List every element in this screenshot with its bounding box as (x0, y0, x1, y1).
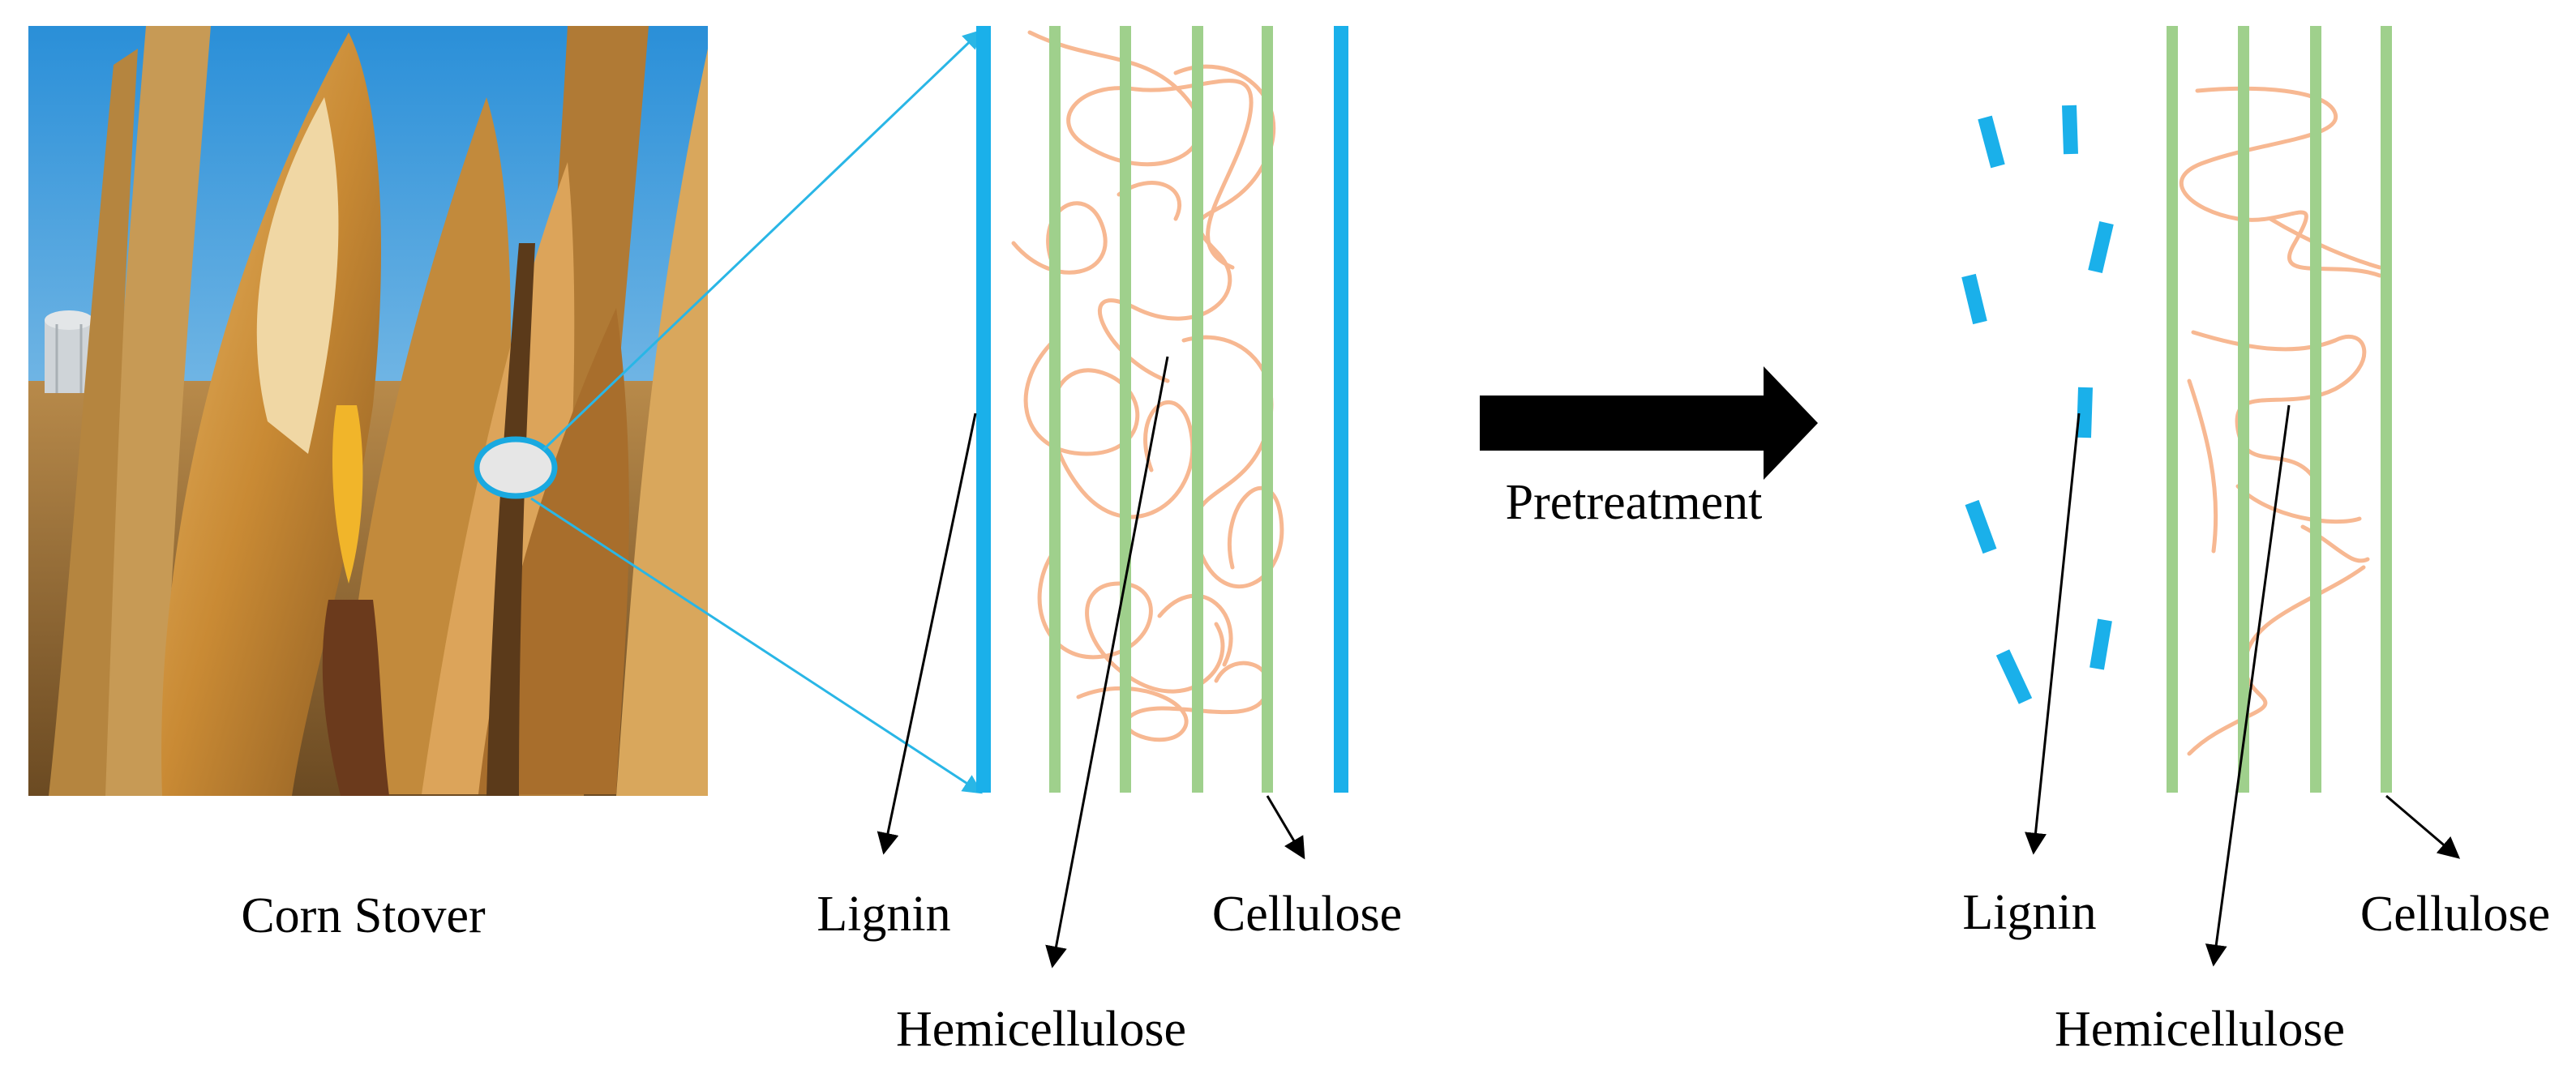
lignin-fragment (2077, 387, 2093, 438)
lignin-fragments-after (1961, 105, 2114, 704)
lignin-label-before: Lignin (817, 887, 950, 942)
pretreatment-label: Pretreatment (1506, 475, 1763, 530)
lignin-label-after: Lignin (1962, 885, 2096, 940)
lignin-fragment (1965, 499, 1997, 554)
zoom-circle (474, 436, 558, 499)
lignin-fragment (1978, 115, 2005, 169)
cellulose-pointer (1266, 795, 1305, 860)
corn-stover-caption: Corn Stover (241, 888, 486, 943)
lignin-fragment (2088, 220, 2114, 274)
cellulose-fibers-before (1049, 26, 1273, 793)
hemicellulose-pointer (1045, 356, 1169, 969)
hemicellulose-fibers-after (2179, 86, 2382, 756)
lignin-pointer (877, 413, 977, 855)
corn-stover-photo (28, 26, 708, 796)
lignin-fragment (1995, 649, 2033, 704)
lignin-fragment (2062, 105, 2078, 155)
cellulose-pointer (2385, 794, 2461, 859)
hemicellulose-label-before: Hemicellulose (896, 1002, 1186, 1057)
right-arrow-icon (1480, 366, 1818, 480)
lignin-fragment (1961, 273, 1987, 325)
pointer-arrows-after (2025, 404, 2461, 967)
zoom-line-top (542, 29, 983, 451)
cellulose-label-after: Cellulose (2360, 887, 2550, 942)
cellulose-fibers-after (2167, 26, 2392, 793)
lignin-pointer (2025, 413, 2081, 855)
hemicellulose-pointer (2205, 404, 2291, 967)
hemicellulose-label-after: Hemicellulose (2055, 1002, 2345, 1057)
lignin-walls-before (976, 26, 1348, 793)
pointer-arrows-before (877, 356, 1305, 969)
lignin-fragment (2090, 618, 2112, 670)
pretreatment-arrow (1480, 366, 1818, 480)
intact-structure (877, 26, 1348, 969)
silo-icon (45, 310, 93, 393)
disrupted-structure (1961, 26, 2461, 967)
cellulose-label-before: Cellulose (1212, 887, 1402, 942)
